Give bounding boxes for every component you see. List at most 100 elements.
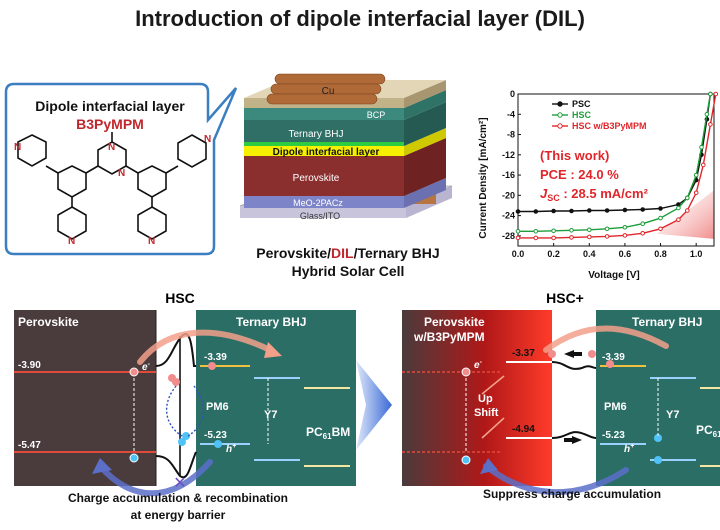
data-point [701, 162, 706, 168]
legend-psc: PSC [572, 99, 591, 109]
n-atom: N [14, 142, 21, 153]
data-point [693, 172, 699, 178]
data-point [604, 234, 610, 239]
legend-marker [557, 101, 563, 107]
x-tick-label: 0.0 [512, 249, 525, 259]
caption-dil: DIL [331, 245, 354, 261]
hscplus-acceptor: Y7 [666, 409, 679, 421]
legend-marker [557, 112, 563, 118]
data-point [604, 208, 610, 213]
hscplus-caption: Suppress charge accumulation [483, 487, 661, 501]
hsc-energy-diagram: ✕ Perovskite Ternary BHJ -3.90 -5.47 -3.… [14, 310, 356, 522]
n-atom: N [68, 236, 75, 247]
data-point [704, 112, 710, 117]
bcp-layer [244, 108, 404, 120]
legend-marker [557, 123, 563, 129]
data-point [551, 235, 556, 241]
hsc-electron: e- [142, 361, 151, 373]
n-atom: N [148, 236, 155, 247]
jv-ylabel: Current Density [mA/cm²] [478, 117, 489, 238]
x-tick-label: 0.8 [654, 249, 667, 259]
hsc-donor: PM6 [206, 401, 229, 413]
layer-label: BCP [367, 110, 386, 120]
y-tick-label: -4 [507, 109, 515, 119]
data-point [676, 217, 681, 222]
y-tick-label: -20 [502, 190, 515, 200]
x-tick-label: 1.0 [690, 249, 703, 259]
ternary-bhj-layer [244, 120, 404, 142]
data-point [658, 215, 663, 221]
legend-hsc-dil: HSC w/B3PyMPM [572, 121, 647, 131]
y-tick-label: -12 [502, 150, 515, 160]
x-tick-label: 0.2 [547, 249, 560, 259]
molecule-heading: Dipole interfacial layer [35, 98, 185, 114]
data-point [587, 227, 592, 233]
data-point [658, 226, 663, 232]
jsc-highlight [656, 190, 714, 239]
hsc-fullerene: PC61BM [306, 425, 350, 441]
x-tick-label: 0.6 [619, 249, 632, 259]
caption-line2: Hybrid Solar Cell [291, 263, 405, 279]
data-point [551, 208, 556, 214]
hscplus-electron: e- [474, 359, 483, 371]
hscplus-bhj-label: Ternary BHJ [632, 315, 702, 329]
hscplus-dil-lumo: -3.37 [512, 348, 535, 359]
y-tick-label: 0 [510, 89, 515, 99]
data-point [622, 233, 628, 238]
hscplus-dil-homo: -4.94 [512, 424, 535, 435]
hscplus-title: HSC+ [546, 290, 584, 306]
device-caption: Perovskite/DIL/Ternary BHJ Hybrid Solar … [236, 244, 460, 280]
plot-frame [517, 93, 715, 247]
data-point [515, 235, 521, 241]
hsc-hole: h+ [226, 443, 236, 455]
layer-label: Dipole interfacial layer [273, 147, 380, 158]
hsc-caption-1: Charge accumulation & recombination [68, 491, 288, 505]
perovskite-layer [244, 156, 404, 196]
hscplus-homo: -5.23 [602, 430, 625, 441]
hsc-homo: -5.23 [204, 430, 227, 441]
data-point [533, 209, 539, 214]
data-point [693, 190, 699, 196]
data-point [685, 208, 690, 213]
up-shift-2: Shift [474, 407, 499, 419]
data-point [713, 91, 719, 97]
data-point [708, 91, 713, 97]
hscplus-lumo: -3.39 [602, 352, 625, 363]
hscplus-energy-diagram: Perovskite w/B3PyMPM Ternary BHJ -3.37 -… [402, 310, 720, 501]
layer-label: MeO-2PACz [293, 198, 343, 208]
data-point [640, 231, 645, 236]
hscplus-perovskite-label-1: Perovskite [424, 315, 485, 329]
data-point [640, 221, 645, 226]
hscplus-donor: PM6 [604, 401, 627, 413]
molecule-panel: N N N N N N [4, 82, 238, 256]
hsc-title: HSC [165, 290, 195, 306]
data-point [569, 228, 574, 233]
data-point [708, 122, 713, 127]
data-point [699, 144, 704, 150]
hscplus-hole: h+ [624, 443, 634, 455]
data-point [515, 209, 521, 214]
data-point [533, 235, 539, 241]
hsc-bhj-label: Ternary BHJ [236, 315, 306, 329]
device-stack: Cu BCP Ternary BHJ Dipole interfacial la… [239, 73, 453, 221]
data-point [640, 207, 645, 212]
x-tick-label: 0.4 [583, 249, 596, 259]
meo2pacz-layer [244, 196, 404, 208]
data-point [604, 226, 610, 232]
annotation-pce: PCE : 24.0 % [540, 167, 619, 182]
hsc-perovskite-label: Perovskite [18, 315, 79, 329]
caption-post: /Ternary BHJ [353, 245, 440, 261]
hsc-evb: -5.47 [18, 440, 41, 451]
hsc-ecb: -3.90 [18, 360, 41, 371]
y-tick-label: -24 [502, 211, 515, 221]
n-atom: N [204, 134, 211, 145]
layer-label: Cu [322, 86, 335, 97]
layer-label: Ternary BHJ [288, 129, 343, 140]
data-point [569, 208, 574, 214]
svg-text:✕: ✕ [173, 475, 186, 492]
hscplus-perovskite-label-2: w/B3PyMPM [413, 330, 485, 344]
hsc-lumo: -3.39 [204, 352, 227, 363]
data-point [658, 206, 663, 211]
page-title: Introduction of dipole interfacial layer… [135, 6, 585, 31]
